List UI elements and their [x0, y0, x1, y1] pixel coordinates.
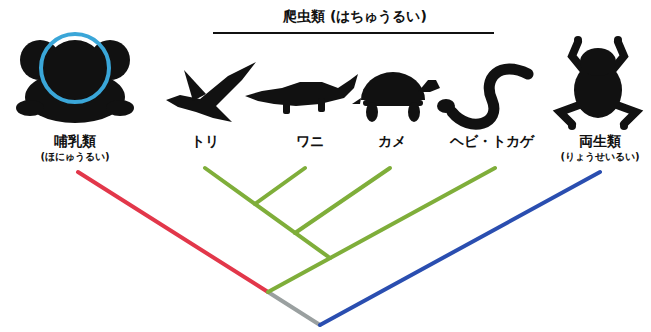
crocodile-silhouette — [245, 74, 358, 114]
frog-silhouette — [560, 36, 636, 130]
reptile-branch — [268, 168, 495, 292]
reptile-branch — [255, 168, 305, 204]
amphibian-branch — [320, 172, 600, 325]
taxon-label: カメ — [378, 133, 406, 149]
snake-silhouette — [437, 69, 528, 124]
turtle-silhouette — [352, 72, 440, 122]
root-branch — [268, 292, 320, 325]
bird-silhouette — [166, 62, 256, 122]
taxon-label: トリ — [191, 133, 219, 149]
taxon-label: 両生類 — [579, 133, 621, 149]
mammal-silhouette — [16, 40, 134, 123]
taxon-label: ワニ — [296, 133, 324, 149]
reading-label: (りょうせいるい) — [560, 151, 639, 163]
highlight-circle — [41, 34, 109, 102]
reading-label: (ほにゅうるい) — [40, 151, 109, 163]
reptile-branch — [205, 168, 330, 258]
taxon-label: 哺乳類 — [54, 133, 96, 149]
reptile-branch — [295, 168, 390, 233]
group-bracket — [213, 32, 494, 34]
mammal-branch — [78, 172, 268, 292]
taxon-label: ヘビ・トカゲ — [450, 133, 534, 149]
phylogeny-branches — [78, 168, 600, 325]
group-heading: 爬虫類 (はちゅうるい) — [283, 8, 427, 24]
